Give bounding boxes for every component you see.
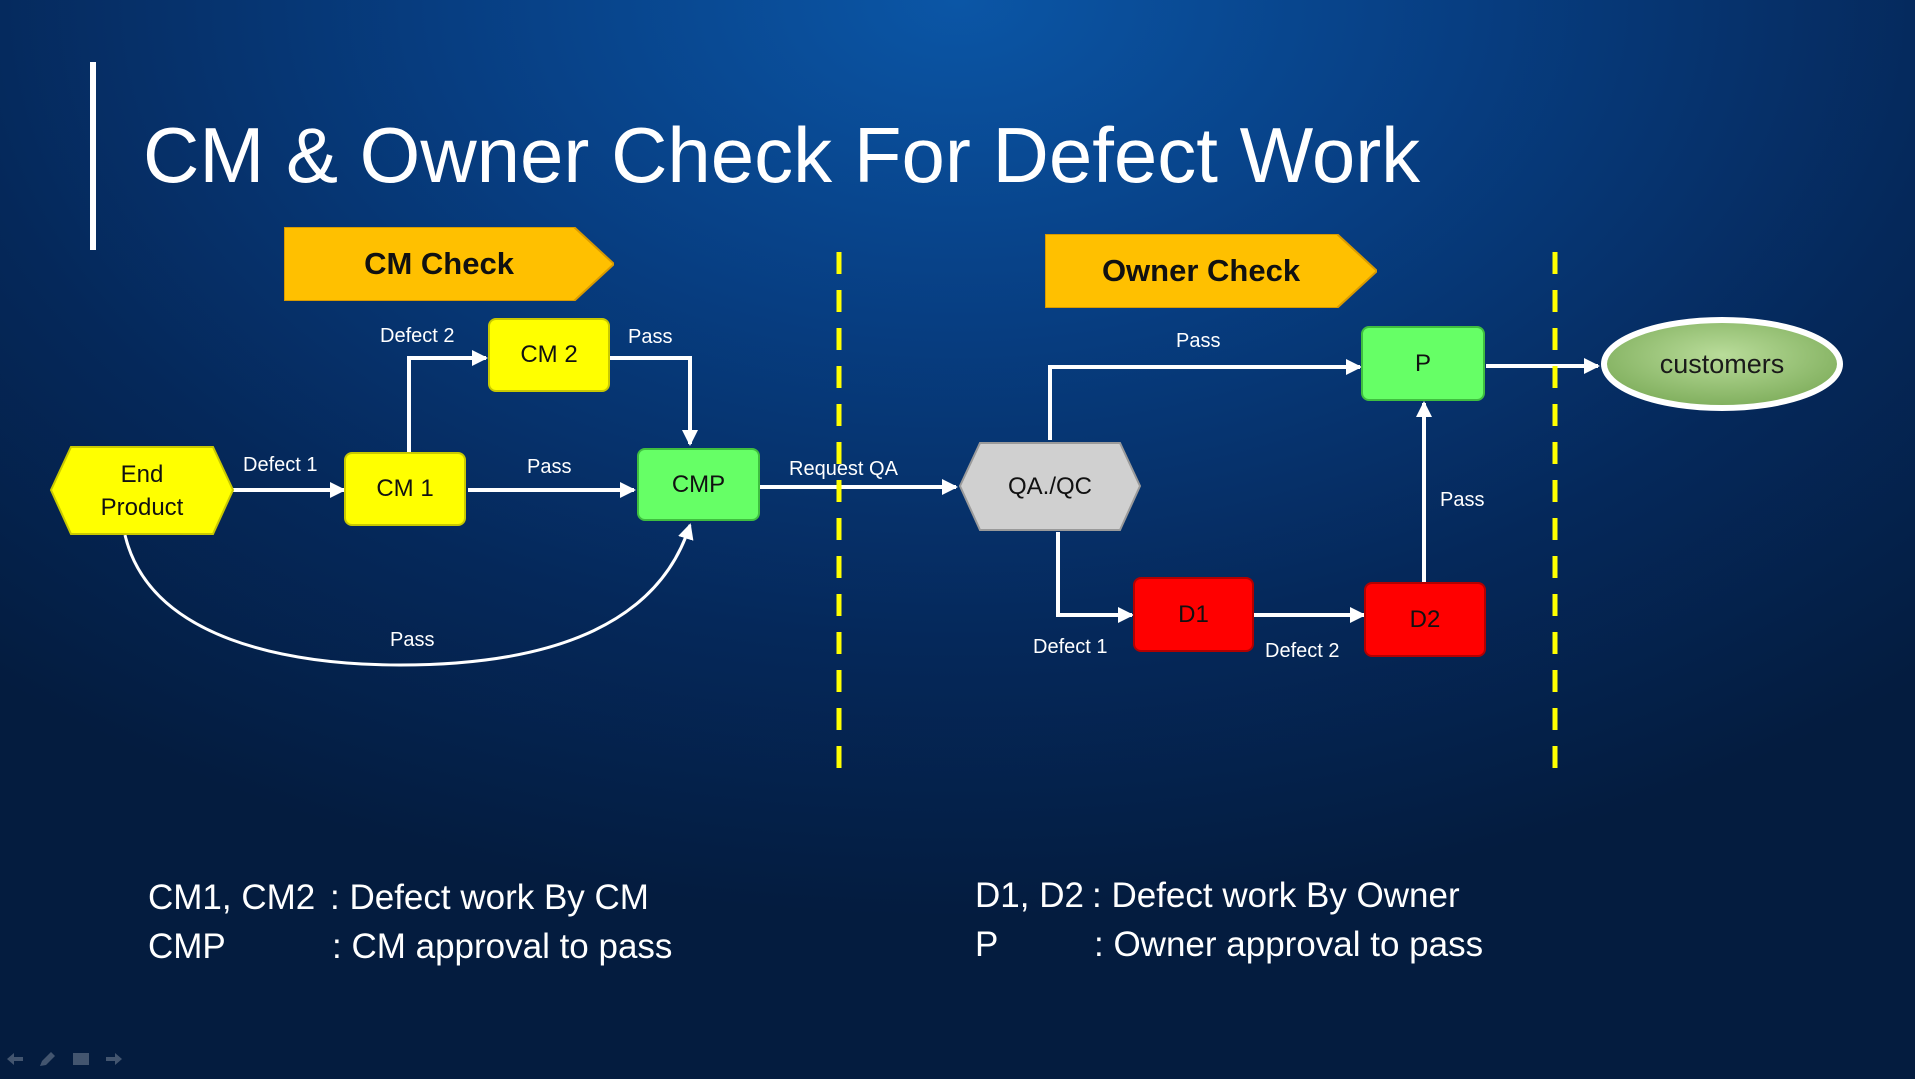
label-defect1-owner: Defect 1	[1033, 636, 1108, 658]
cm1-node: CM 1	[344, 452, 466, 526]
screen-icon[interactable]	[72, 1051, 90, 1067]
p-node: P	[1361, 326, 1485, 401]
edge-cm2-cmp	[610, 356, 698, 446]
legend-left-row2-desc: : CM approval to pass	[332, 927, 673, 966]
legend-right-row1-desc: : Defect work By Owner	[1092, 876, 1460, 915]
cm2-node: CM 2	[488, 318, 610, 392]
label-request-qa: Request QA	[789, 458, 898, 480]
pen-icon[interactable]	[38, 1051, 56, 1067]
edge-qaqc-d1	[1056, 532, 1134, 623]
edge-endproduct-cmp-curve	[123, 523, 694, 667]
slide-title: CM & Owner Check For Defect Work	[143, 111, 1421, 199]
label-pass-curve: Pass	[390, 629, 435, 651]
qaqc-node: QA./QC	[958, 441, 1142, 532]
cmp-node: CMP	[637, 448, 760, 521]
end-product-node: End Product	[49, 445, 235, 536]
title-accent-bar	[90, 62, 96, 250]
cm-check-banner: CM Check	[284, 227, 614, 301]
edge-cm1-cm2	[407, 350, 488, 452]
end-product-label-line1: End	[120, 460, 164, 488]
edge-qaqc-p	[1048, 359, 1362, 440]
d1-node: D1	[1133, 577, 1254, 652]
customers-node: customers	[1600, 316, 1844, 412]
end-product-label-line2: Product	[100, 493, 184, 521]
legend-left-row2-key: CMP	[148, 927, 226, 966]
legend-right-row2-key: P	[975, 925, 999, 964]
qaqc-label: QA./QC	[1007, 472, 1092, 500]
label-defect2-cm: Defect 2	[380, 325, 455, 347]
legend-left-row1-desc: : Defect work By CM	[330, 878, 649, 917]
label-pass-cm2: Pass	[628, 326, 673, 348]
owner-check-label: Owner Check	[1101, 253, 1301, 288]
legend-right-row2-desc: : Owner approval to pass	[1094, 925, 1484, 964]
label-pass-d2: Pass	[1440, 489, 1485, 511]
label-pass-cm1: Pass	[527, 456, 572, 478]
d2-node: D2	[1364, 582, 1486, 657]
cm-check-label: CM Check	[364, 246, 514, 281]
customers-label: customers	[1659, 348, 1785, 379]
label-defect2-owner: Defect 2	[1265, 640, 1340, 662]
legend-right-row1-key: D1, D2	[975, 876, 1084, 915]
forward-arrow-icon[interactable]	[105, 1051, 123, 1067]
owner-check-banner: Owner Check	[1045, 234, 1377, 308]
legend-left-row1-key: CM1, CM2	[148, 878, 316, 917]
label-pass-qa: Pass	[1176, 330, 1221, 352]
label-defect1-cm: Defect 1	[243, 454, 318, 476]
back-arrow-icon[interactable]	[6, 1051, 24, 1067]
